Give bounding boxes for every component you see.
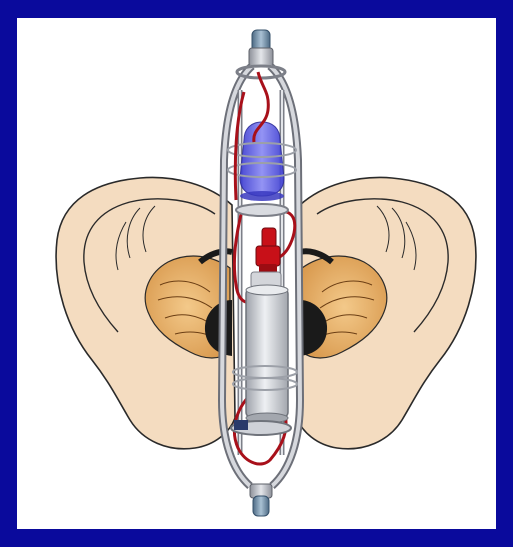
device-assembly (222, 30, 300, 516)
main-cylinder (246, 288, 288, 418)
bottom-endcap (253, 496, 269, 516)
left-ear (56, 177, 235, 448)
right-ear (297, 177, 476, 448)
blue-chamber (240, 122, 284, 196)
red-component-upper (256, 228, 280, 274)
